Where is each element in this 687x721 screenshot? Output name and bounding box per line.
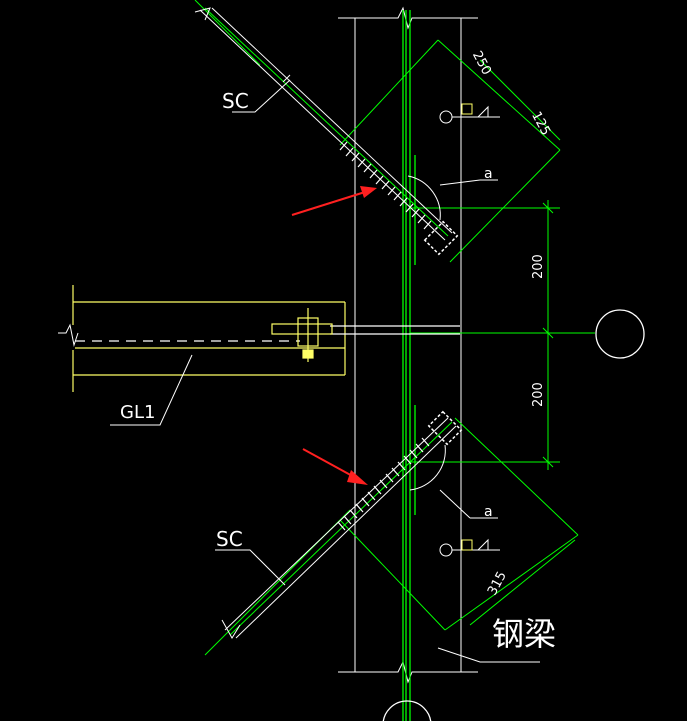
weld-symbol-bottom: [439, 489, 500, 557]
label-gl1: GL1: [120, 402, 155, 423]
dim-125: 125: [528, 109, 553, 138]
lower-brace-sc: [221, 410, 463, 639]
construction-lines: [194, 0, 579, 656]
red-arrow-lower: [302, 448, 368, 485]
column-web: [402, 10, 416, 721]
weld-label-bottom: a: [484, 504, 493, 520]
level-lines: [410, 207, 595, 463]
dim-200-lower: 200: [531, 382, 546, 407]
label-steel-beam: 钢梁: [492, 615, 556, 653]
axis-bubble-bottom: [382, 700, 432, 721]
axis-bubble-right: [595, 309, 645, 359]
label-sc-bottom: SC: [216, 527, 243, 551]
dim-315: 315: [485, 569, 510, 598]
weld-symbol-top: [439, 103, 500, 186]
dimension-lines: [469, 59, 576, 626]
dim-250: 250: [469, 49, 494, 78]
dim-200-upper: 200: [531, 254, 546, 279]
steel-column: [338, 6, 478, 684]
leader-lines: [110, 79, 540, 663]
gl1-break-symbol: [58, 323, 79, 347]
red-arrow-upper: [291, 186, 377, 216]
label-sc-top: SC: [222, 89, 249, 113]
gl1-beam: [72, 285, 460, 392]
upper-brace-sc: [194, 7, 459, 256]
weld-label-top: a: [484, 166, 493, 182]
